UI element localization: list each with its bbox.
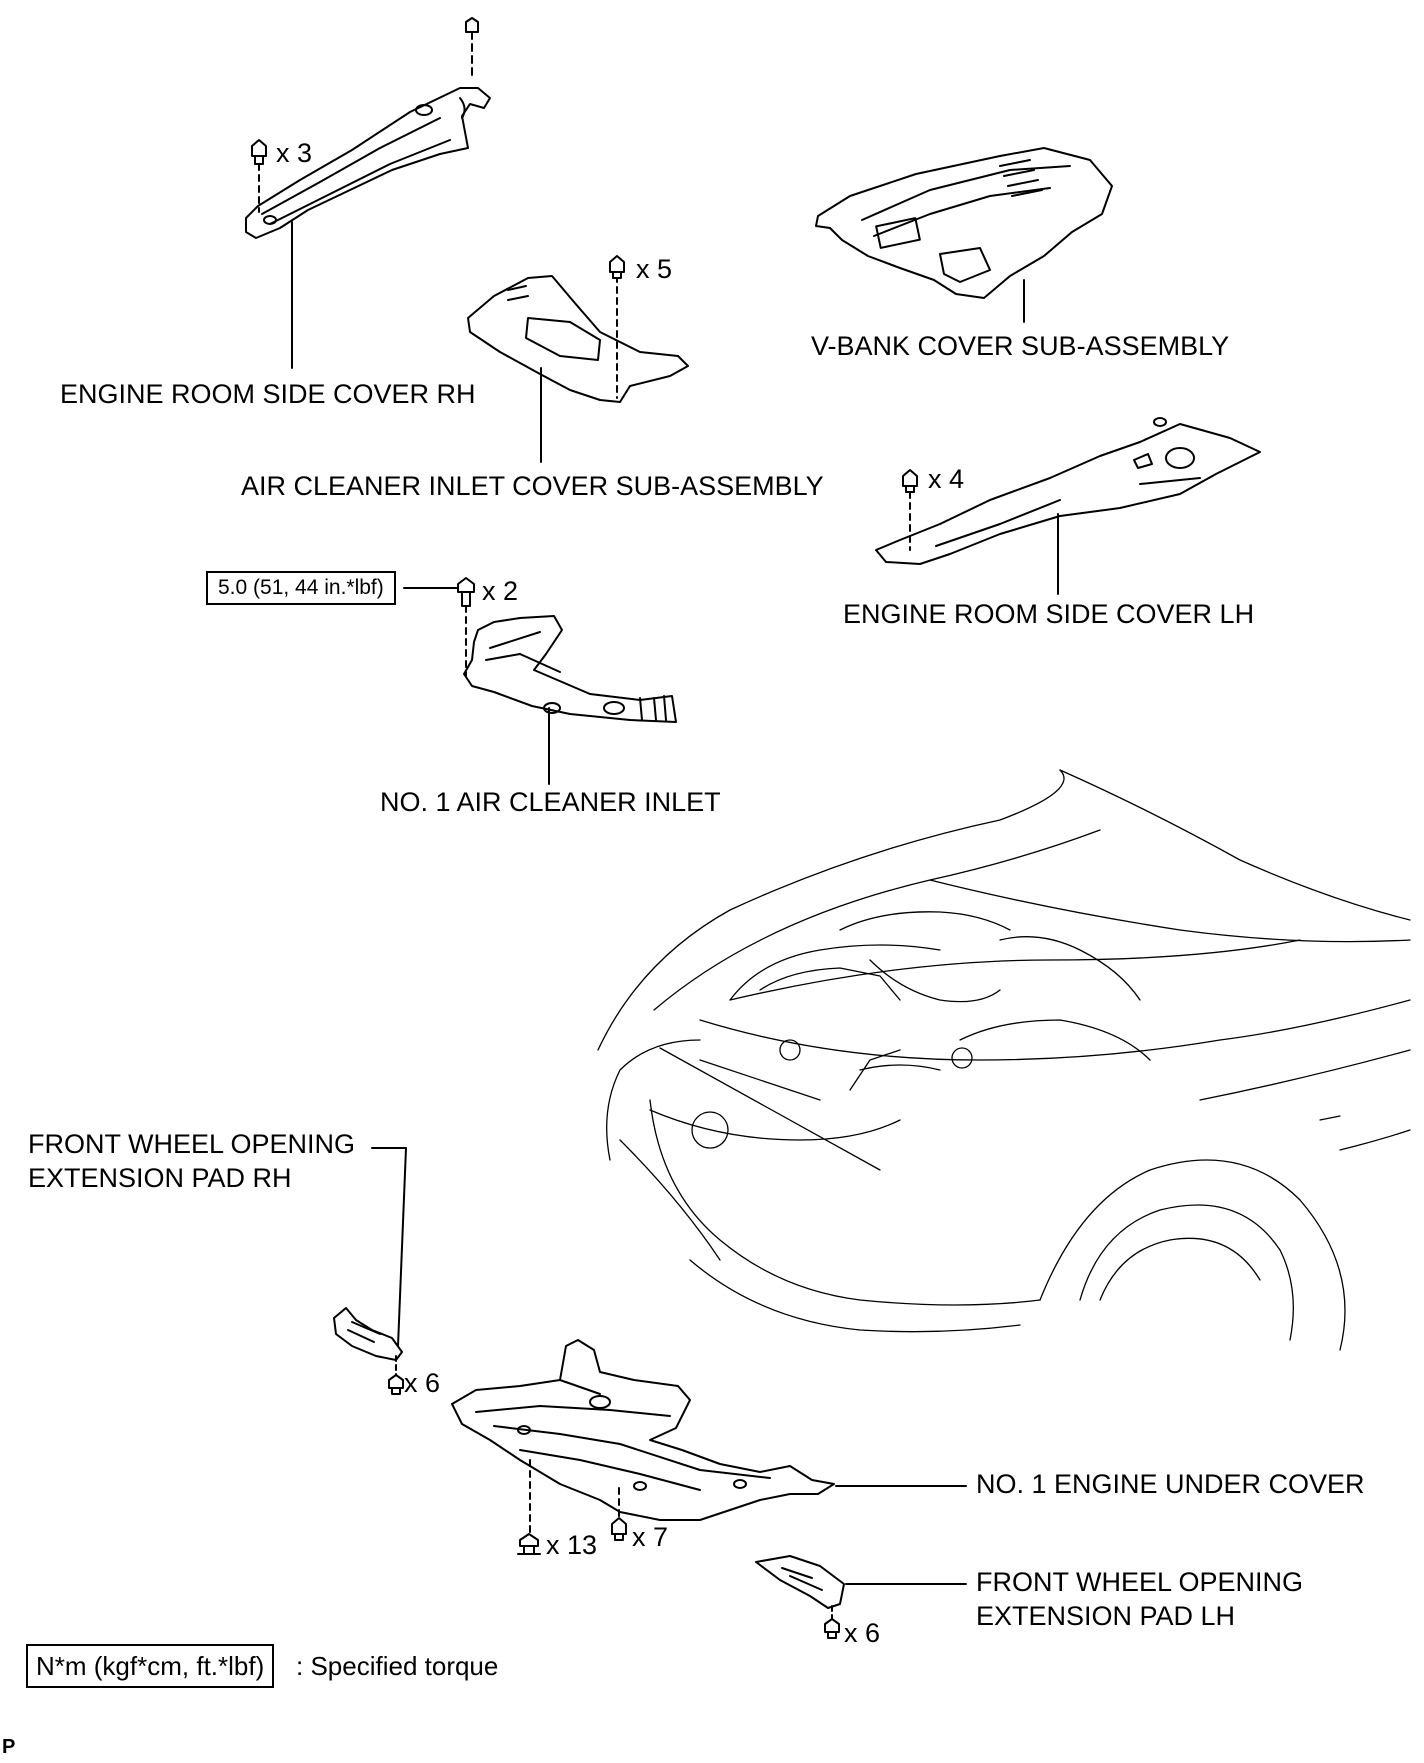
air-cleaner-inlet-cover-part (467, 275, 689, 403)
qty-air-cleaner-inlet: x 2 (482, 576, 519, 606)
no1-air-cleaner-inlet-part (463, 615, 677, 723)
legend-torque-text: : Specified torque (296, 1651, 499, 1681)
v-bank-cover-part (815, 147, 1113, 299)
engine-room-side-cover-rh-part (245, 87, 491, 239)
qty-under-cover-b: x 7 (632, 1522, 669, 1552)
under-cover-bolt-b (611, 1517, 627, 1541)
label-front-wheel-pad-lh-line2: EXTENSION PAD LH (976, 1601, 1236, 1631)
front-wheel-pad-lh-part (755, 1555, 845, 1619)
figure-code: P (2, 1736, 16, 1758)
label-engine-room-side-cover-lh: ENGINE ROOM SIDE COVER LH (843, 599, 1255, 629)
pad-rh-bolt (388, 1374, 404, 1395)
top-clip (465, 17, 479, 81)
label-front-wheel-pad-rh-line1: FRONT WHEEL OPENING (28, 1129, 356, 1159)
air-cleaner-inlet-bolt (457, 577, 475, 677)
label-no1-engine-under-cover: NO. 1 ENGINE UNDER COVER (976, 1469, 1365, 1499)
engine-room-side-cover-lh-part (875, 417, 1261, 565)
qty-pad-rh: x 6 (404, 1368, 441, 1398)
inlet-cover-bolt (609, 255, 625, 279)
label-front-wheel-pad-rh-line2: EXTENSION PAD RH (28, 1163, 292, 1193)
qty-side-cover-rh: x 3 (276, 138, 313, 168)
under-cover-bolt-a (517, 1533, 541, 1555)
label-engine-room-side-cover-rh: ENGINE ROOM SIDE COVER RH (60, 379, 476, 409)
qty-pad-lh: x 6 (844, 1618, 881, 1648)
qty-inlet-cover: x 5 (636, 254, 673, 284)
label-front-wheel-pad-lh-line1: FRONT WHEEL OPENING (976, 1567, 1304, 1597)
label-air-cleaner-inlet-cover: AIR CLEANER INLET COVER SUB-ASSEMBLY (241, 471, 824, 501)
rh-cover-bolt (251, 139, 267, 213)
legend-torque-box: N*m (kgf*cm, ft.*lbf) (26, 1644, 275, 1688)
pad-rh-leader (371, 1147, 407, 1347)
lh-cover-bolt (902, 469, 918, 551)
front-wheel-pad-rh-part (333, 1307, 403, 1377)
vehicle-front-outline (597, 769, 1411, 1351)
qty-side-cover-lh: x 4 (928, 464, 965, 494)
no1-engine-under-cover-part (451, 1339, 835, 1533)
label-v-bank-cover: V-BANK COVER SUB-ASSEMBLY (811, 331, 1230, 361)
pad-lh-bolt (824, 1618, 840, 1639)
label-no1-air-cleaner-inlet: NO. 1 AIR CLEANER INLET (380, 787, 721, 817)
torque-spec-box: 5.0 (51, 44 in.*lbf) (206, 571, 396, 605)
qty-under-cover-a: x 13 (546, 1530, 598, 1560)
